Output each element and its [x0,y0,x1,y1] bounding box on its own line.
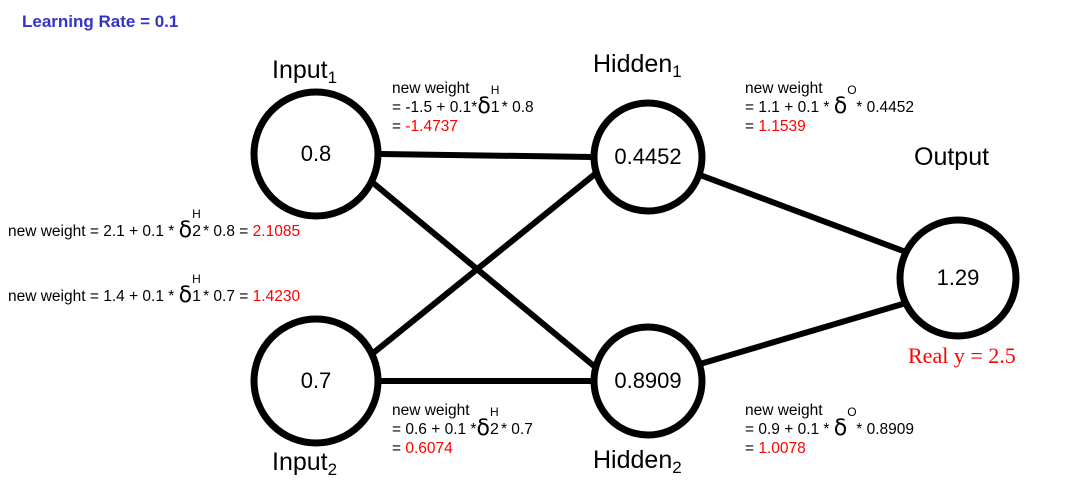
annotation-in1h2-pre: new weight = 2.1 + 0.1 * [8,223,179,240]
annotation-in2h2-pre: = 0.6 + 0.1 * [392,421,477,438]
node-output[interactable] [896,216,1020,340]
annotation-input1-hidden1-result-line: = -1.4737 [392,117,534,136]
node-input1[interactable] [250,88,382,220]
node-input2[interactable] [250,315,382,447]
annotation-in1h1-eq: = [392,118,406,135]
annotation-h1out-post: * 0.4452 [856,99,914,116]
annotation-in2h1-pre: new weight = 1.4 + 0.1 * [8,288,179,305]
label-output: Output [914,143,989,175]
annotation-hidden1-output-title: new weight [745,80,823,97]
annotation-in2h1-result: 1.4230 [252,288,301,305]
annotation-in1h1-post: * 0.8 [501,99,534,116]
edge-input1-hidden2 [370,179,602,374]
annotation-h1out-result: 1.1539 [758,118,806,135]
annotation-hidden1-output-result-line: = 1.1539 [745,117,914,136]
edge-hidden1-output [698,172,908,255]
node-hidden1-value: 0.4452 [614,144,682,169]
annotation-in1h1-result: -1.4737 [405,118,458,135]
node-hidden2-value: 0.8909 [614,368,682,393]
annotation-input1-hidden1-title: new weight [392,80,470,97]
annotation-in2h1-post: * 0.7 = [203,288,253,305]
annotation-in2h2-result: 0.6074 [405,440,453,457]
label-input1: Input1 [272,56,337,88]
label-hidden1-text: Hidden [593,50,673,78]
node-output-value: 1.29 [936,265,980,290]
label-hidden1: Hidden1 [593,50,682,82]
annotation-in2h2-post: * 0.7 [500,421,533,438]
label-input2-subscript: 2 [327,459,338,479]
annotation-hidden2-output-title: new weight [745,402,823,419]
label-input2-text: Input [272,448,328,476]
edge-hidden2-output [699,300,907,367]
label-input1-text: Input [272,56,328,84]
learning-rate-label: Learning Rate = 0.1 [22,12,179,31]
label-hidden1-subscript: 1 [672,61,682,81]
node-input2-value: 0.7 [300,368,332,393]
annotation-in2h2-eq: = [392,440,406,457]
label-output-text: Output [914,143,990,171]
annotation-h2out-result: 1.0078 [758,440,806,457]
label-hidden2-text: Hidden [593,446,673,474]
node-hidden1[interactable] [590,99,706,215]
label-input2: Input2 [272,448,337,480]
annotation-h2out-eq: = [745,440,759,457]
annotation-h2out-pre: = 0.9 + 0.1 * [745,421,834,438]
annotation-in1h2-result: 2.1085 [252,223,301,240]
annotation-in1h2-post: * 0.8 = [203,223,253,240]
label-input1-subscript: 1 [327,67,338,87]
annotation-in1h1-pre: = -1.5 + 0.1* [392,99,478,116]
annotation-input2-hidden2-result-line: = 0.6074 [392,439,533,458]
edge-input2-hidden1 [370,167,602,357]
annotation-hidden2-output-result-line: = 1.0078 [745,439,914,458]
annotation-h2out-post: * 0.8909 [856,421,914,438]
node-input1-value: 0.8 [300,141,332,166]
annotation-h1out-pre: = 1.1 + 0.1 * [745,99,834,116]
node-hidden2[interactable] [590,323,706,439]
annotation-input2-hidden2-title: new weight [392,402,470,419]
annotation-h1out-eq: = [745,118,759,135]
label-hidden2-subscript: 2 [672,457,682,477]
output-target-caption: Real y = 2.5 [908,343,1016,368]
label-hidden2: Hidden2 [593,446,682,478]
edge-input1-hidden1 [379,151,593,160]
